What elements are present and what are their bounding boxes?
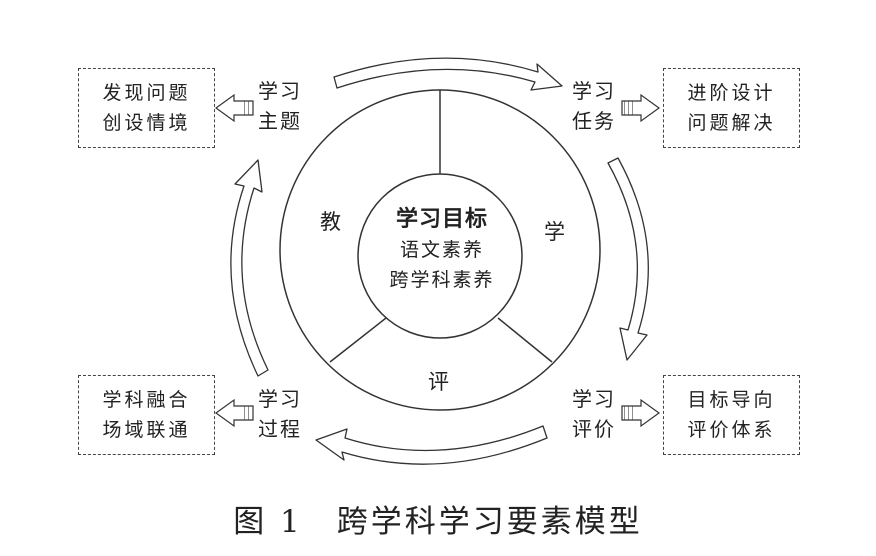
stage-task: 学习 任务 bbox=[572, 76, 616, 136]
center-line-2: 跨学科素养 bbox=[389, 269, 495, 291]
stage-assessment-line2: 评价 bbox=[572, 417, 616, 441]
center-goal: 学习目标 语文素养 跨学科素养 bbox=[358, 203, 526, 295]
stage-assessment-line1: 学习 bbox=[572, 387, 616, 411]
segment-teach: 教 bbox=[320, 210, 341, 234]
center-title: 学习目标 bbox=[395, 206, 488, 232]
cycle-arrow-left bbox=[230, 159, 269, 377]
stage-theme-line2: 主题 bbox=[258, 109, 302, 133]
box-top-left-line1: 发现问题 bbox=[102, 82, 191, 104]
cycle-arrow-top bbox=[333, 57, 563, 91]
stage-task-line1: 学习 bbox=[572, 79, 616, 103]
block-arrow-task bbox=[621, 93, 661, 123]
box-top-right-line2: 问题解决 bbox=[687, 112, 776, 134]
box-top-left-line2: 创设情境 bbox=[102, 112, 191, 134]
cropped-top-text: — — — — — — — — — — — — — — — — — — — — … bbox=[0, 0, 876, 4]
segment-learn: 学 bbox=[544, 220, 565, 244]
box-bottom-left: 学科融合 场域联通 bbox=[78, 375, 215, 455]
block-arrow-theme bbox=[214, 93, 254, 123]
block-arrow-assessment bbox=[621, 398, 661, 428]
block-arrow-process bbox=[214, 398, 254, 428]
stage-assessment: 学习 评价 bbox=[572, 384, 616, 444]
box-bottom-right: 目标导向 评价体系 bbox=[663, 375, 800, 455]
figure-caption: 图 1 跨学科学习要素模型 bbox=[0, 496, 876, 541]
box-bottom-left-line1: 学科融合 bbox=[102, 389, 191, 411]
box-bottom-right-line2: 评价体系 bbox=[687, 419, 776, 441]
stage-process-line1: 学习 bbox=[258, 387, 302, 411]
center-line-1: 语文素养 bbox=[399, 239, 484, 261]
figure-number: 图 1 bbox=[233, 504, 303, 540]
stage-task-line2: 任务 bbox=[572, 109, 616, 133]
stage-process: 学习 过程 bbox=[258, 384, 302, 444]
cropped-text: — — — — — — — — — — — — — — — — — — — — … bbox=[0, 0, 876, 3]
ring-divider-lower-left bbox=[329, 317, 387, 363]
box-top-left: 发现问题 创设情境 bbox=[78, 68, 215, 148]
figure-title: 跨学科学习要素模型 bbox=[336, 504, 643, 540]
ring-divider-lower-right bbox=[497, 317, 553, 363]
cycle-arrow-right bbox=[607, 157, 649, 361]
stage-theme: 学习 主题 bbox=[258, 76, 302, 136]
stage-process-line2: 过程 bbox=[258, 417, 302, 441]
box-top-right-line1: 进阶设计 bbox=[687, 82, 776, 104]
box-bottom-left-line2: 场域联通 bbox=[102, 419, 191, 441]
box-top-right: 进阶设计 问题解决 bbox=[663, 68, 800, 148]
box-bottom-right-line1: 目标导向 bbox=[687, 389, 776, 411]
segment-evaluate: 评 bbox=[428, 370, 449, 394]
cycle-arrow-bottom bbox=[315, 425, 548, 465]
stage-theme-line1: 学习 bbox=[258, 79, 302, 103]
